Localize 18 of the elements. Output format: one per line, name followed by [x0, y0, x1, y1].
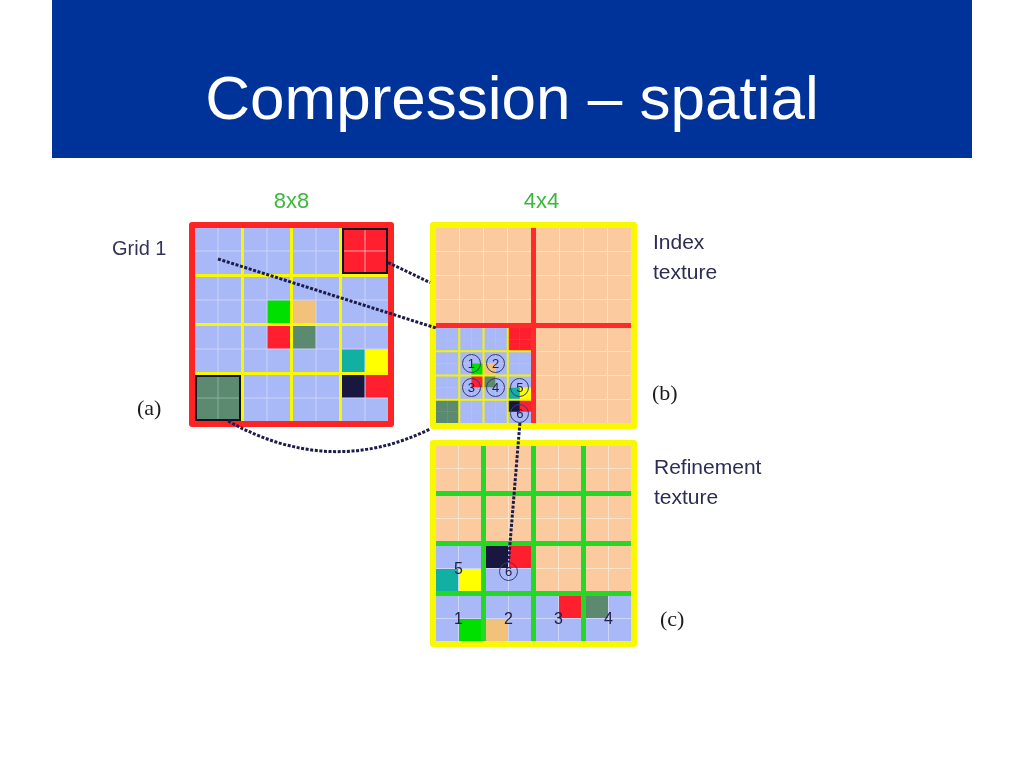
grid-label: Grid 1: [112, 236, 167, 260]
panel-label: (b): [652, 380, 678, 406]
panel-label: (a): [137, 395, 162, 421]
dotted-connector: [227, 419, 431, 453]
dotted-connector: [387, 261, 431, 284]
dotted-connector: [217, 257, 437, 330]
grid-label: Refinement texture: [654, 454, 763, 510]
panel-label: (c): [660, 606, 685, 632]
cell-number: 3: [554, 610, 563, 627]
grid-size-label: 4x4: [523, 189, 560, 213]
grid-size-label: 8x8: [273, 189, 310, 213]
cell-number: 4: [604, 610, 613, 627]
grid-label: Index texture: [653, 229, 719, 285]
cell-number: 1: [454, 610, 463, 627]
dotted-connector: [507, 422, 522, 563]
cell-number: 2: [504, 610, 513, 627]
highlighted-block: [342, 228, 388, 274]
highlighted-block: [195, 375, 241, 421]
